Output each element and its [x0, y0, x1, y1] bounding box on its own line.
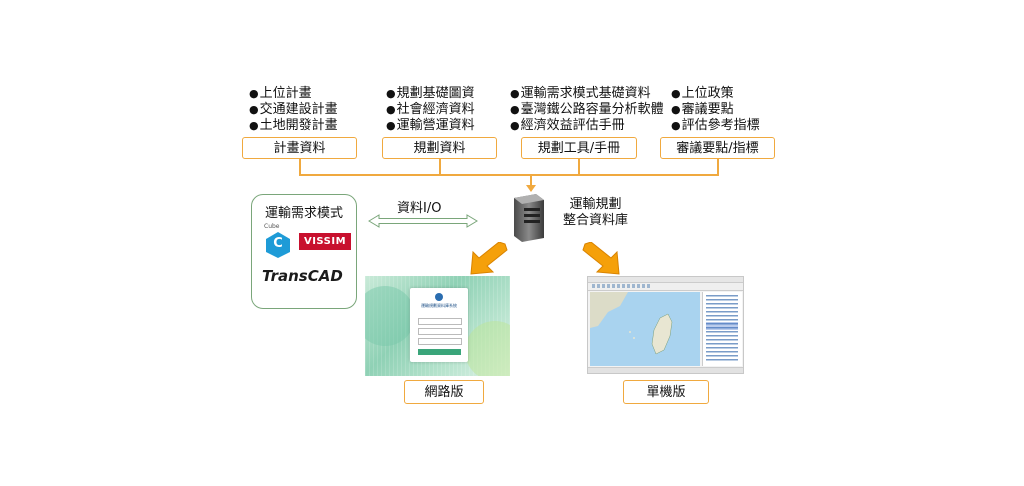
web-version-button[interactable]: 網路版	[404, 380, 484, 404]
connector-line	[578, 159, 580, 175]
vissim-logo: VISSIM	[299, 233, 351, 250]
server-icon	[514, 194, 544, 242]
category-planning-tools: 規劃工具/手冊	[521, 137, 637, 159]
bullet-item: 經濟效益評估手冊	[510, 118, 664, 134]
captcha-field[interactable]	[418, 338, 462, 345]
plan-data-bullets: 上位計畫 交通建設計畫 土地開發計畫	[249, 86, 338, 134]
status-bar	[588, 367, 743, 373]
category-review-points: 審議要點/指標	[660, 137, 775, 159]
bullet-item: 運輸營運資料	[386, 118, 475, 134]
connector-bus-line	[299, 174, 719, 176]
bullet-item: 審議要點	[671, 102, 760, 118]
bullet-item: 社會經濟資料	[386, 102, 475, 118]
login-panel: 運輸規劃資料庫系統	[410, 288, 468, 362]
demand-model-box: 運輸需求模式 Cube C VISSIM TransCAD	[251, 194, 357, 309]
cube-logo-text: Cube	[264, 223, 280, 230]
planning-data-bullets: 規劃基礎圖資 社會經濟資料 運輸營運資料	[386, 86, 475, 134]
bullet-item: 評估參考指標	[671, 118, 760, 134]
connector-line	[439, 159, 441, 175]
arrow-to-standalone-icon	[582, 242, 620, 275]
map-view	[590, 292, 700, 366]
toolbar	[588, 283, 743, 291]
double-arrow-icon	[368, 214, 478, 228]
database-label-line2: 整合資料庫	[563, 213, 629, 228]
tools-bullets: 運輸需求模式基礎資料 臺灣鐵公路容量分析軟體 經濟效益評估手冊	[510, 86, 664, 134]
emblem-icon	[435, 293, 443, 301]
connector-line	[717, 159, 719, 175]
standalone-version-screenshot	[587, 276, 744, 374]
cube-logo: Cube C	[264, 223, 292, 258]
database-label: 運輸規劃 整合資料庫	[563, 197, 628, 229]
review-bullets: 上位政策 審議要點 評估參考指標	[671, 86, 760, 134]
taiwan-map	[590, 292, 673, 355]
bullet-item: 運輸需求模式基礎資料	[510, 86, 664, 102]
password-field[interactable]	[418, 328, 462, 335]
io-label: 資料I/O	[397, 201, 442, 216]
bullet-item: 交通建設計畫	[249, 102, 338, 118]
cube-icon	[266, 232, 290, 258]
category-plan-data: 計畫資料	[242, 137, 357, 159]
connector-line	[299, 159, 301, 175]
database-label-line1: 運輸規劃	[569, 197, 622, 212]
standalone-version-button[interactable]: 單機版	[623, 380, 709, 404]
bullet-item: 上位計畫	[249, 86, 338, 102]
bullet-item: 規劃基礎圖資	[386, 86, 475, 102]
layer-tree-panel	[702, 292, 742, 366]
category-planning-data: 規劃資料	[382, 137, 497, 159]
bullet-item: 上位政策	[671, 86, 760, 102]
login-title: 運輸規劃資料庫系統	[421, 303, 457, 308]
cube-logo-letter: C	[273, 236, 283, 251]
username-field[interactable]	[418, 318, 462, 325]
bullet-item: 臺灣鐵公路容量分析軟體	[510, 102, 664, 118]
down-arrow-icon	[526, 175, 536, 192]
login-button[interactable]	[418, 349, 461, 355]
menu-bar	[588, 277, 743, 283]
transcad-logo: TransCAD	[262, 267, 343, 285]
demand-model-title: 運輸需求模式	[264, 206, 343, 221]
arrow-to-web-icon	[470, 242, 508, 275]
web-version-screenshot: 運輸規劃資料庫系統	[365, 276, 510, 376]
bullet-item: 土地開發計畫	[249, 118, 338, 134]
